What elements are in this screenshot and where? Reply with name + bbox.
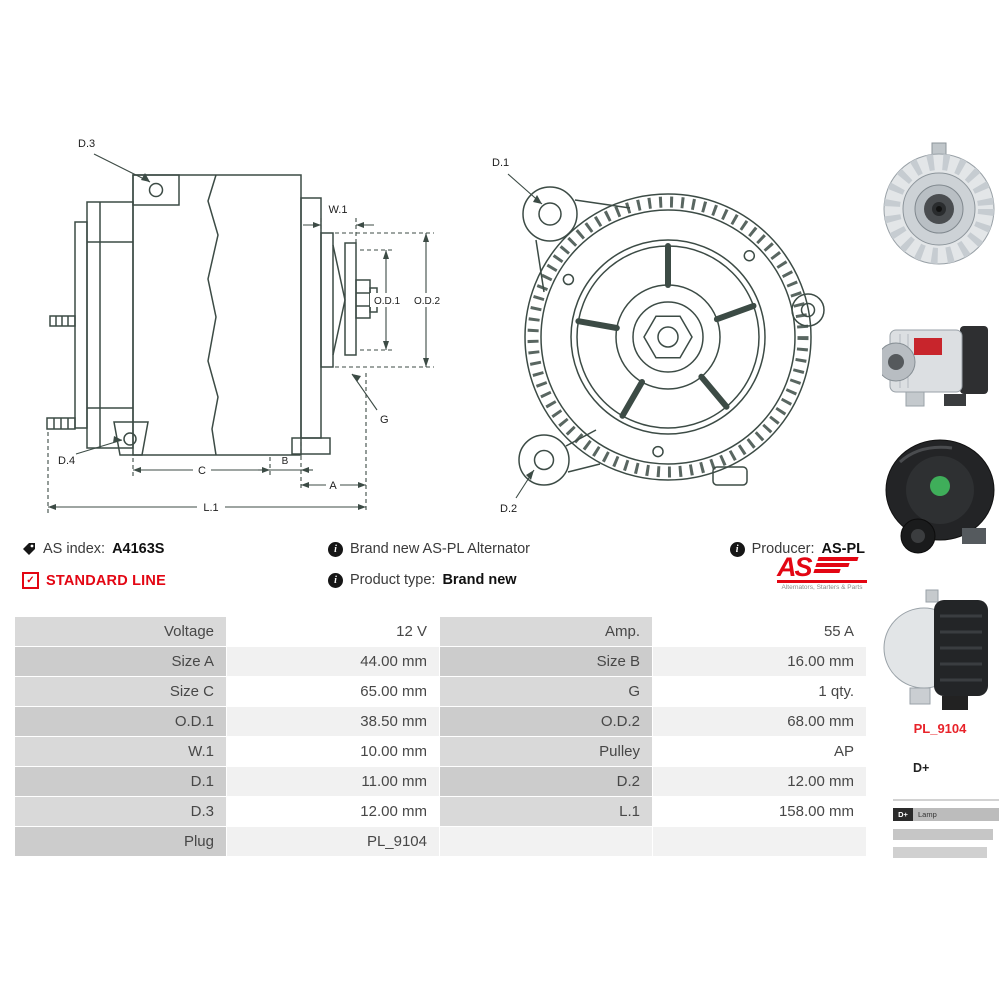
spec-label-cell: L.1 xyxy=(440,797,652,826)
dimension-label-c: C xyxy=(198,465,206,477)
as-index-row: AS index: A4163S xyxy=(22,541,164,557)
info-icon: i xyxy=(328,541,343,557)
connector-bar xyxy=(893,829,993,840)
standard-line-row: ✓ STANDARD LINE xyxy=(22,572,166,589)
dimension-label-d3: D.3 xyxy=(78,138,95,150)
dimension-label-d4: D.4 xyxy=(58,455,75,467)
standard-line-label: STANDARD LINE xyxy=(46,572,166,589)
dimension-label-a: A xyxy=(329,480,337,492)
connector-pin-label: Lamp xyxy=(913,808,999,821)
product-photo-front xyxy=(883,142,995,265)
spec-value-cell: 1 qty. xyxy=(653,677,866,706)
aspl-logo-tagline: Alternators, Starters & Parts xyxy=(781,584,863,591)
spec-table: Voltage 12 V Amp. 55 A Size A 44.00 mm S… xyxy=(15,617,866,856)
dimension-label-b: B xyxy=(282,456,289,467)
aspl-logo: AS Alternators, Starters & Parts xyxy=(777,552,867,591)
front-view-dimension-labels: D.1 D.2 xyxy=(492,157,517,515)
spec-label-cell: Size C xyxy=(15,677,226,706)
spec-value-cell: 12.00 mm xyxy=(227,797,439,826)
spec-label-cell-empty xyxy=(440,827,652,856)
product-photo-rear xyxy=(883,589,988,710)
as-index-label: AS index: xyxy=(43,541,106,557)
connector-pin: D+ xyxy=(893,808,913,821)
aspl-logo-text: AS xyxy=(777,552,812,582)
dimension-label-od1: O.D.1 xyxy=(374,296,401,307)
product-type-label: Product type: xyxy=(350,572,436,588)
spec-value-cell: 11.00 mm xyxy=(227,767,439,796)
spec-label-cell: Plug xyxy=(15,827,226,856)
plug-code: PL_9104 xyxy=(913,721,967,736)
producer-row: i Producer: AS-PL xyxy=(729,541,866,557)
side-view-outline xyxy=(46,174,378,456)
spec-label-cell: O.D.1 xyxy=(15,707,226,736)
dimension-label-backgrounds xyxy=(193,293,444,513)
spec-value-cell: 12 V xyxy=(227,617,439,646)
brand-new-text: Brand new AS-PL Alternator xyxy=(350,541,531,557)
spec-value-cell: AP xyxy=(653,737,866,766)
spec-label-cell: G xyxy=(440,677,652,706)
as-index-value: A4163S xyxy=(112,541,165,557)
front-view-arrowheads xyxy=(526,195,542,480)
front-view-outline xyxy=(518,186,825,486)
spec-value-cell: 65.00 mm xyxy=(227,677,439,706)
connector-bar xyxy=(893,847,987,858)
spec-value-cell: 55 A xyxy=(653,617,866,646)
spec-label-cell: Size B xyxy=(440,647,652,676)
spec-label-cell: D.1 xyxy=(15,767,226,796)
spec-value-cell-empty xyxy=(653,827,866,856)
spec-label-cell: D.2 xyxy=(440,767,652,796)
product-photo-black xyxy=(885,439,995,554)
connector-pinout: D+ Lamp xyxy=(893,799,999,858)
spec-value-cell: 68.00 mm xyxy=(653,707,866,736)
spec-value-cell: 12.00 mm xyxy=(653,767,866,796)
aspl-logo-flag-icon xyxy=(811,557,859,579)
spec-value-cell: 44.00 mm xyxy=(227,647,439,676)
side-view-dimension-labels: D.3 D.4 W.1 O.D.1 O.D.2 G C B A L.1 xyxy=(58,138,440,514)
front-view-technical-drawing: D.1 D.2 xyxy=(492,157,825,515)
spec-label-cell: Size A xyxy=(15,647,226,676)
brand-new-row: i Brand new AS-PL Alternator xyxy=(328,541,530,557)
side-view-dimension-lines xyxy=(47,153,434,513)
spec-value-cell: 38.50 mm xyxy=(227,707,439,736)
connector-divider xyxy=(893,799,999,801)
dimension-label-od2: O.D.2 xyxy=(414,296,441,307)
spec-label-cell: Amp. xyxy=(440,617,652,646)
connector-row: D+ Lamp xyxy=(893,808,999,821)
aspl-logo-rule xyxy=(777,580,867,583)
product-photo-side xyxy=(882,326,988,407)
spec-value-cell: 10.00 mm xyxy=(227,737,439,766)
product-type-value: Brand new xyxy=(442,572,517,588)
producer-label: Producer: xyxy=(751,541,815,557)
dimension-label-d2: D.2 xyxy=(500,503,517,515)
spec-value-cell: PL_9104 xyxy=(227,827,439,856)
checkbox-icon: ✓ xyxy=(22,572,39,589)
side-view-arrowheads xyxy=(48,173,429,510)
producer-value: AS-PL xyxy=(821,541,866,557)
dimension-label-w1: W.1 xyxy=(329,204,348,216)
info-icon: i xyxy=(328,572,343,588)
spec-label-cell: Voltage xyxy=(15,617,226,646)
info-icon: i xyxy=(729,541,745,557)
spec-label-cell: Pulley xyxy=(440,737,652,766)
terminal-label: D+ xyxy=(913,761,930,775)
spec-label-cell: O.D.2 xyxy=(440,707,652,736)
dimension-label-l1: L.1 xyxy=(203,502,218,514)
spec-value-cell: 16.00 mm xyxy=(653,647,866,676)
spec-label-cell: W.1 xyxy=(15,737,226,766)
product-type-row: i Product type: Brand new xyxy=(328,572,517,588)
dimension-label-d1: D.1 xyxy=(492,157,509,169)
dimension-label-g: G xyxy=(380,414,389,426)
spec-label-cell: D.3 xyxy=(15,797,226,826)
spec-value-cell: 158.00 mm xyxy=(653,797,866,826)
tag-icon xyxy=(23,543,35,555)
side-view-technical-drawing: D.3 D.4 W.1 O.D.1 O.D.2 G C B A L.1 xyxy=(46,138,444,514)
